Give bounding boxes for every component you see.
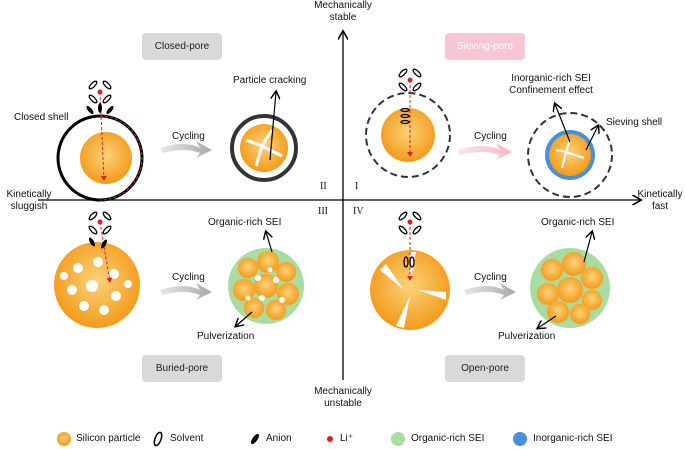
- legend-silicon-icon: [57, 432, 71, 446]
- legend-solvent-label: Solvent: [170, 433, 204, 444]
- cycling-label-ii: Cycling: [172, 131, 205, 142]
- legend-li-label: Li⁺: [340, 433, 354, 444]
- open-pore-badge: Open-pore: [445, 355, 525, 382]
- legend-inorganic-label: Inorganic-rich SEI: [533, 433, 613, 444]
- quadrant-ii-label: II: [320, 181, 327, 192]
- legend-inorganic-icon: [513, 432, 527, 446]
- legend-organic-label: Organic-rich SEI: [411, 433, 485, 444]
- legend-icons: [57, 431, 527, 447]
- closed-shell-label: Closed shell: [14, 112, 69, 123]
- closed-pore-badge: Closed-pore: [142, 33, 222, 60]
- quadrant-iii-label: III: [318, 206, 328, 217]
- sieving-pore-badge: Sieving-pore: [445, 33, 525, 60]
- quadrant-i-label: I: [355, 181, 359, 192]
- organic-sei-label-right: Organic-rich SEI: [541, 217, 615, 228]
- legend-anion-label: Anion: [266, 433, 292, 444]
- axes: [38, 32, 640, 380]
- cycling-label-iv: Cycling: [474, 272, 507, 283]
- buried-pore-schematic: [54, 211, 304, 328]
- anion-icon: [86, 103, 114, 115]
- cycling-arrow-icon: [160, 141, 212, 158]
- cycling-label-iii: Cycling: [172, 272, 205, 283]
- buried-pore-badge: Buried-pore: [142, 355, 222, 382]
- legend-organic-icon: [391, 432, 405, 446]
- open-pore-schematic: [370, 211, 610, 330]
- silicon-particle-icon: [80, 132, 132, 184]
- organic-sei-label-left: Organic-rich SEI: [208, 217, 282, 228]
- pulverization-label-right: Pulverization: [498, 331, 556, 342]
- closed-pore-schematic: [56, 80, 298, 202]
- legend-li-icon: [327, 436, 333, 442]
- solvent-icon: [88, 80, 112, 104]
- sieving-shell-label: Sieving shell: [606, 117, 663, 128]
- pulverization-label-left: Pulverization: [197, 331, 255, 342]
- quadrant-iv-label: IV: [353, 206, 364, 217]
- legend-solvent-icon: [153, 431, 163, 447]
- legend-anion-icon: [250, 433, 260, 445]
- cycling-label-i: Cycling: [474, 131, 507, 142]
- sieving-pore-schematic: [365, 68, 613, 198]
- legend-silicon-label: Silicon particle: [76, 433, 141, 444]
- particle-cracking-label: Particle cracking: [233, 75, 307, 86]
